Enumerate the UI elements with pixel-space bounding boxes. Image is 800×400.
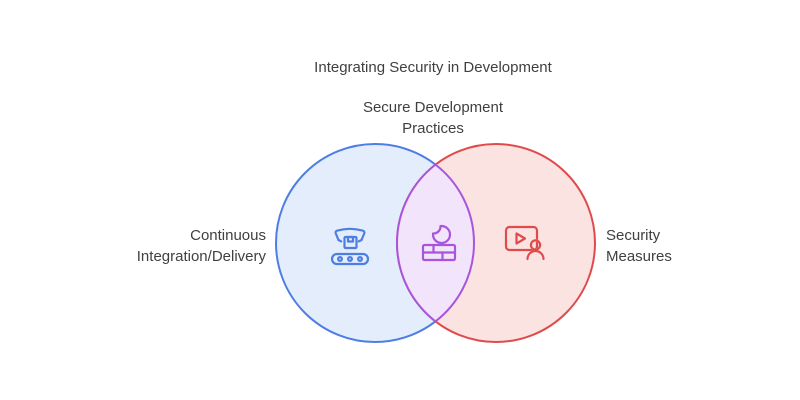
left-circle-label: Continuous Integration/Delivery: [136, 227, 266, 266]
diagram-title: Integrating Security in Development: [314, 59, 552, 76]
firewall-icon: [421, 224, 457, 262]
video-training-icon: [504, 225, 545, 261]
right-circle-label: Security Measures: [606, 227, 672, 266]
intersection-lens: [396, 163, 475, 323]
automation-conveyor-icon: [330, 227, 370, 266]
intersection-label: Secure Development Practices: [362, 99, 504, 138]
